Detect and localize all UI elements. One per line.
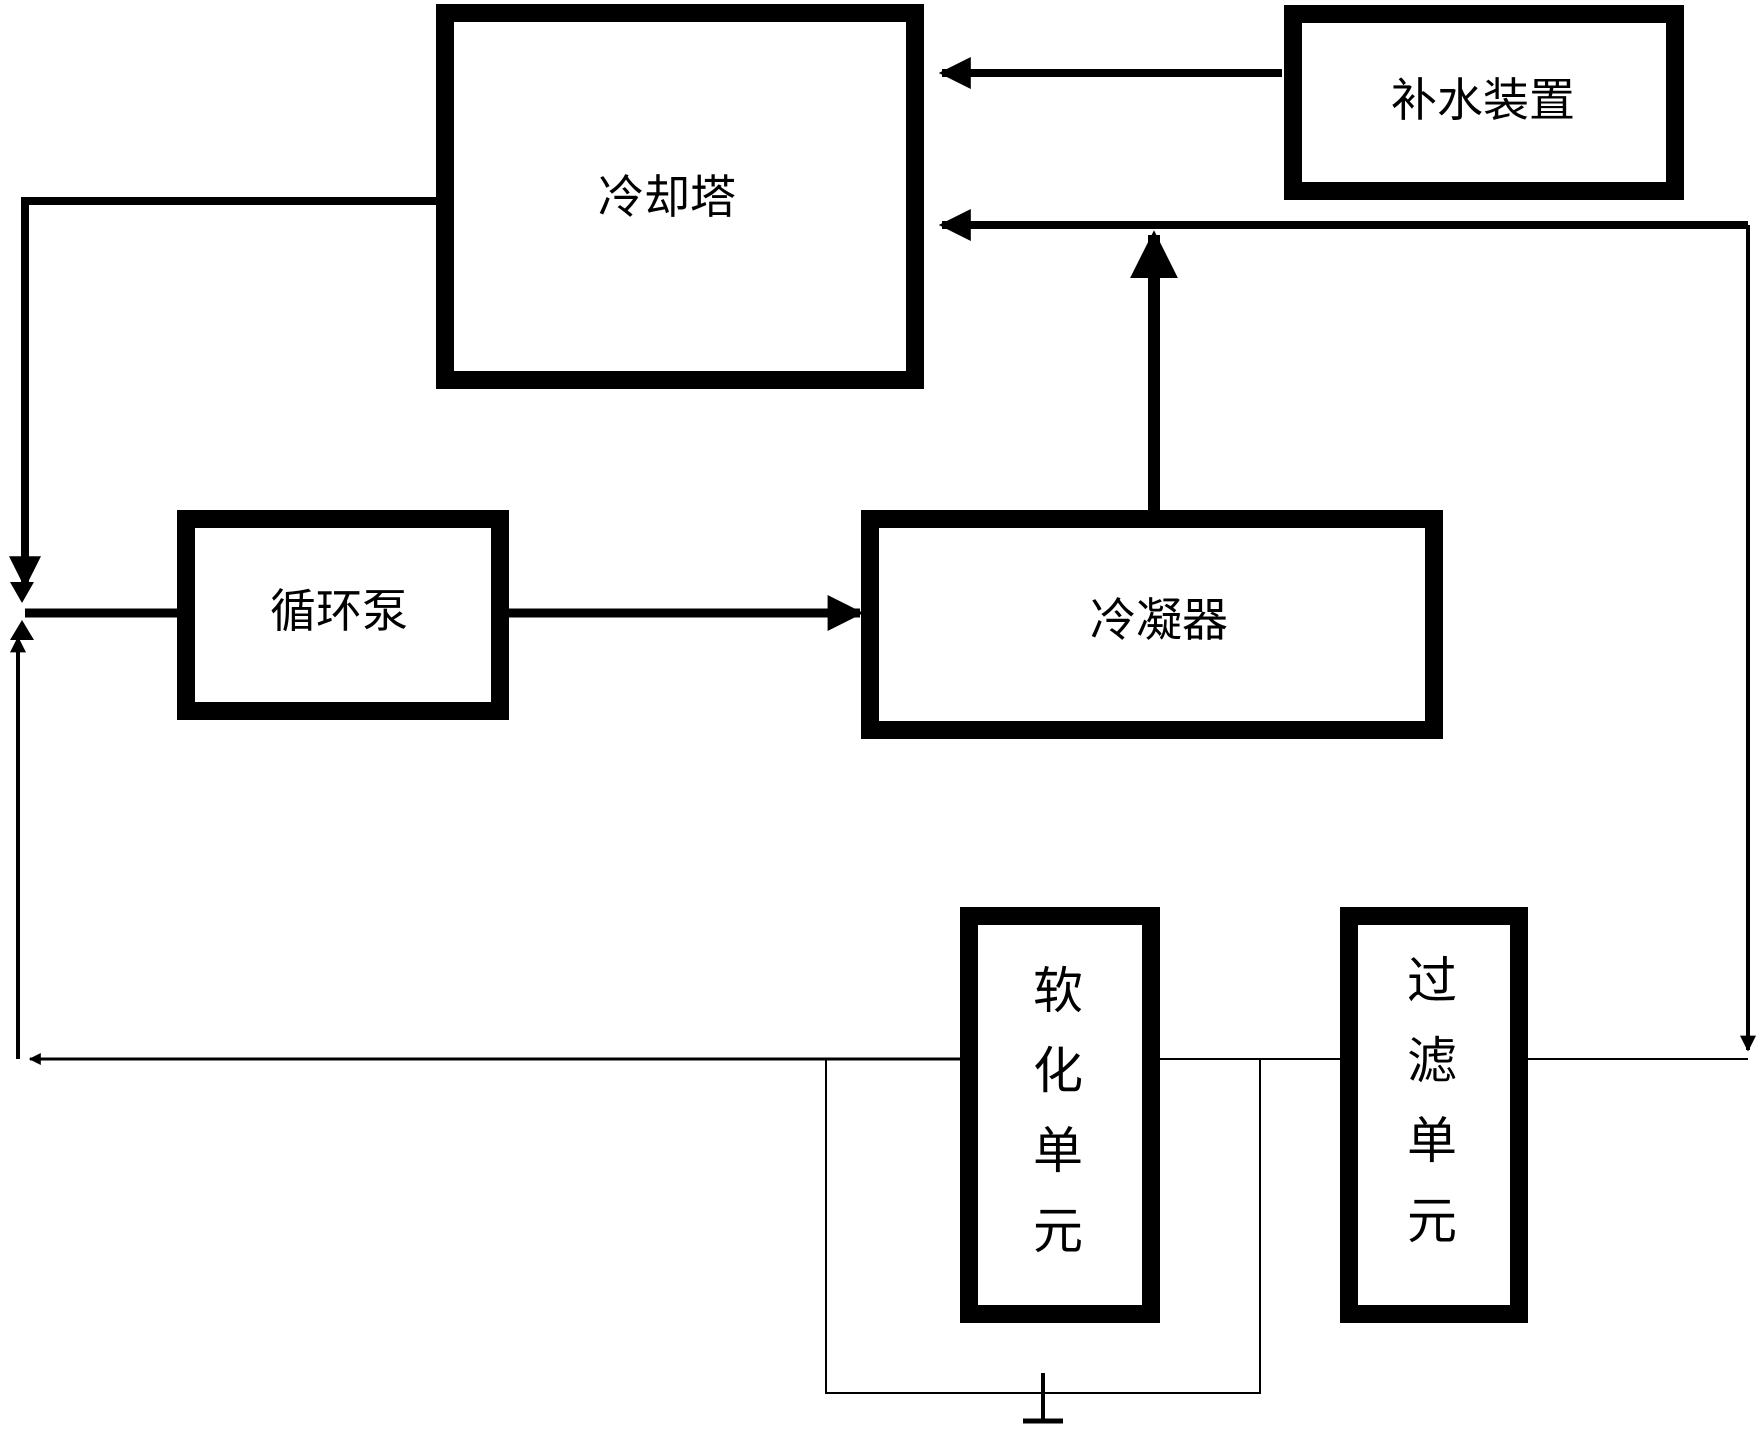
softening-unit-box [960,907,1160,1323]
makeup-water-box [1284,5,1684,200]
softening-unit-char: 元 [1033,1202,1083,1260]
filter-unit-char: 元 [1407,1192,1457,1250]
condenser-box [861,510,1443,739]
junction-valve-icon [10,582,34,640]
edge-tower-to-pump [9,197,443,589]
filter-unit-label: 过 滤 单 元 [1407,952,1457,1250]
makeup-water-label: 补水装置 [1391,73,1575,127]
connectors [9,57,1756,1424]
filter-unit-box [1340,907,1528,1323]
filter-unit-char: 过 [1407,952,1457,1010]
softening-unit-label: 软 化 单 元 [1033,962,1083,1260]
circulation-pump-box [177,510,509,720]
softening-unit-char: 软 [1033,962,1083,1020]
softening-unit-char: 单 [1033,1122,1083,1180]
circulation-pump-label: 循环泵 [270,584,408,638]
condenser-label: 冷凝器 [1090,593,1228,647]
cooling-tower-box [436,4,924,389]
filter-unit-char: 单 [1407,1112,1457,1170]
softening-unit-char: 化 [1033,1042,1083,1100]
filter-unit-char: 滤 [1407,1032,1457,1090]
cooling-tower-label: 冷却塔 [598,170,736,224]
node-boxes [177,4,1684,1323]
